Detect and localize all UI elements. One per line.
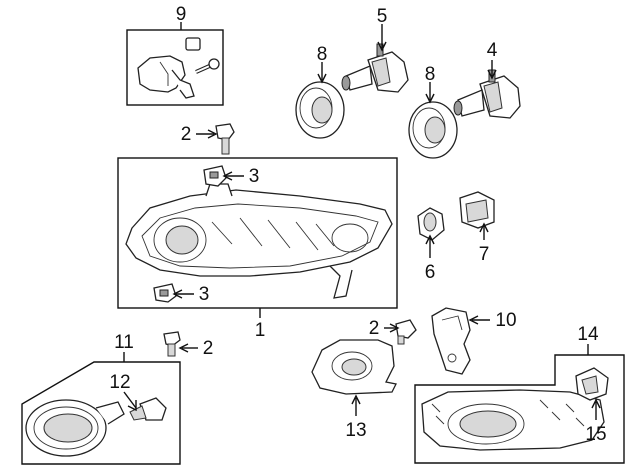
callout-2-mid: 2 <box>203 338 214 359</box>
part-3-clip-top <box>203 165 227 187</box>
part-2-bolt-top <box>215 123 235 155</box>
part-2-bolt-right <box>395 319 417 345</box>
callout-2-top: 2 <box>181 124 192 145</box>
part-14-frame <box>414 354 625 464</box>
part-4-headlight-bulb <box>453 69 521 119</box>
callout-3-bottom: 3 <box>199 284 210 305</box>
part-1-headlight-assembly <box>125 183 393 299</box>
part-2-bolt-mid <box>163 331 181 357</box>
callout-8b: 8 <box>425 64 436 85</box>
part-3-clip-bottom <box>153 283 177 303</box>
screw-head <box>208 58 220 70</box>
callout-5: 5 <box>377 6 388 27</box>
part-9-frame <box>126 29 224 106</box>
part-8-seal-ring-b <box>408 101 458 159</box>
callout-2-right: 2 <box>369 318 380 339</box>
callout-9: 9 <box>176 4 187 25</box>
leader-lines <box>123 22 601 420</box>
part-14-fog-grille <box>421 389 605 451</box>
part-1-frame <box>117 157 398 309</box>
part-12-fog-bulb <box>129 397 167 421</box>
bracket-body <box>137 55 186 93</box>
callout-8a: 8 <box>317 44 328 65</box>
callout-14: 14 <box>577 324 599 345</box>
part-5-headlight-bulb <box>341 43 409 93</box>
part-15-fog-bulb <box>575 367 609 401</box>
callout-1: 1 <box>255 320 266 341</box>
callout-10: 10 <box>495 310 516 331</box>
part-9-bracket-kit <box>126 29 224 106</box>
callout-3-top: 3 <box>249 166 260 187</box>
part-13-fog-cover <box>311 339 397 395</box>
callout-12: 12 <box>109 372 130 393</box>
part-11-fog-light <box>25 399 125 457</box>
callout-7: 7 <box>479 244 490 265</box>
callout-6: 6 <box>425 262 436 283</box>
callout-13: 13 <box>345 420 366 441</box>
part-11-frame <box>21 361 181 465</box>
part-6-signal-bulb <box>417 207 445 241</box>
callout-11: 11 <box>114 332 134 353</box>
part-8-seal-ring-a <box>295 81 345 139</box>
clip-nut <box>185 37 201 51</box>
part-7-bulb-socket <box>459 191 495 229</box>
callout-4: 4 <box>487 40 498 61</box>
part-10-bracket <box>431 307 471 375</box>
callout-15: 15 <box>585 424 606 445</box>
